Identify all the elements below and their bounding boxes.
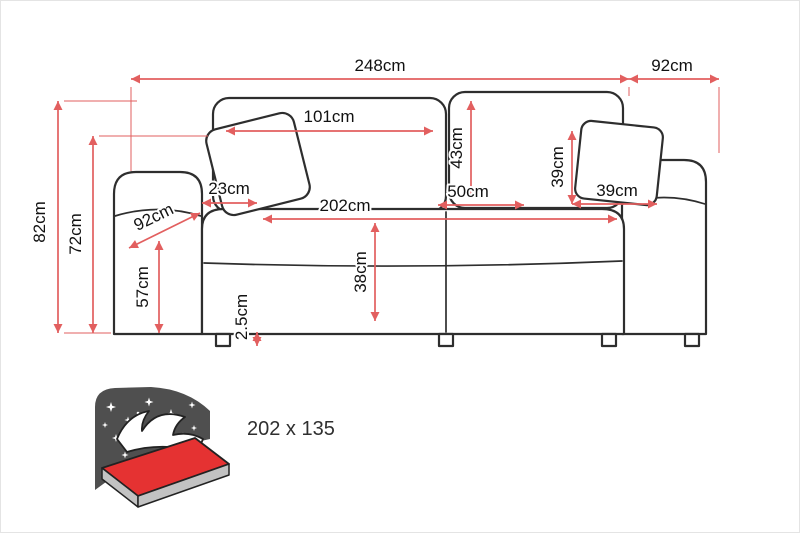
seat-base [200,207,626,336]
sofa-illustration [112,90,708,348]
sleeping-area-label: 202 x 135 [247,418,335,440]
dim-backrest-height-label: 72cm [66,213,85,255]
dim-armrest-depth-line [128,212,201,249]
dim-back-cushion-width-label: 101cm [303,107,354,126]
sofa-bed-icon [95,387,230,508]
armrest-left [112,170,204,336]
sofa-leg [214,332,232,348]
sofa-leg [437,332,455,348]
dim-seat-cushion-height-label: 38cm [351,251,370,293]
dim-pillow-height-label: 39cm [548,146,567,188]
sofa-leg [600,332,618,348]
dim-armrest-width-label: 23cm [208,179,250,198]
dim-overall-height-label: 82cm [30,201,49,243]
dim-back-cushion-height-label: 43cm [447,127,466,169]
dim-overall-width-label: 248cm [354,56,405,75]
sofa-leg [683,332,701,348]
seat-seam-horizontal [203,260,623,267]
dim-seat-height-label: 57cm [133,266,152,308]
dim-seat-width-label: 202cm [319,196,370,215]
icon-base-front [137,463,230,508]
pillow-left [205,111,311,217]
dim-overall-depth-label: 92cm [651,56,693,75]
dim-pillow-width-label: 39cm [596,181,638,200]
dimension-annotations: 248cm 92cm 82cm 72cm 101cm 43cm 39cm [28,54,720,346]
dim-seat-depth-label: 50cm [447,182,489,201]
dim-leg-height-label: 2.5cm [232,294,251,340]
